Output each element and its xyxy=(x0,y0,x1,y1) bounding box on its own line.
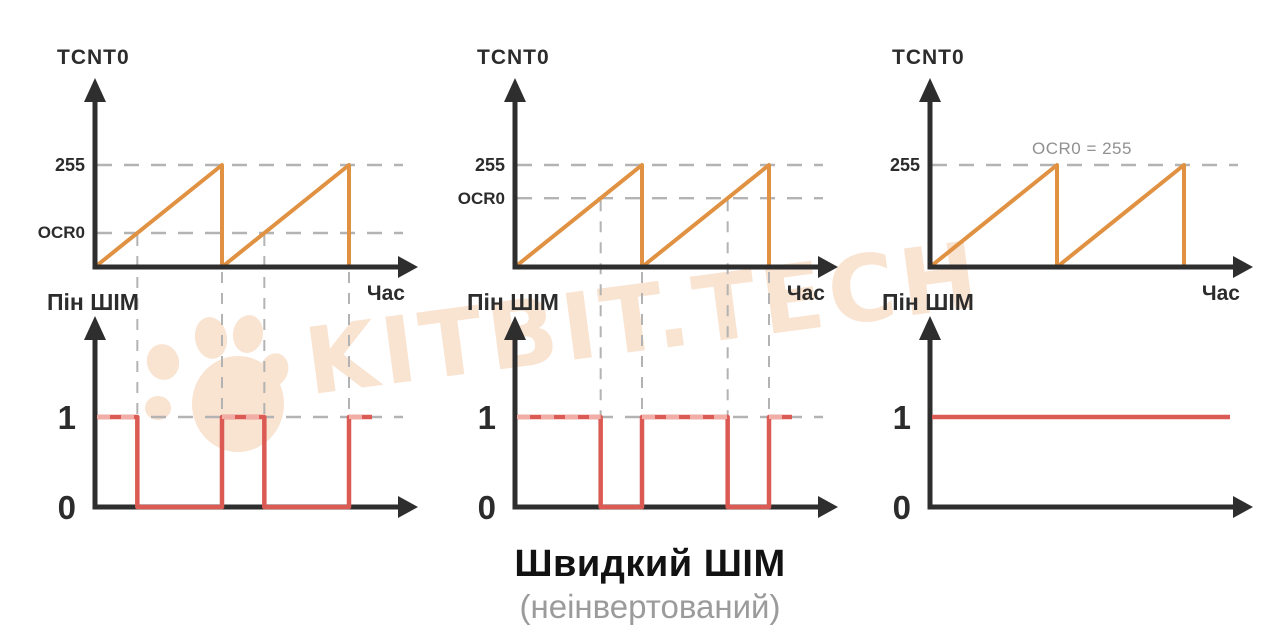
axis-arrow-right xyxy=(1233,496,1253,518)
counter-axis-label-3: TCNT0 xyxy=(892,46,965,69)
paw-icon xyxy=(145,315,289,452)
pwm-axis-label-2: Пін ШІМ xyxy=(467,289,559,315)
level-1-label-3: 1 xyxy=(892,399,911,436)
axis-arrow-right xyxy=(818,256,838,278)
counter-axis-label-1: TCNT0 xyxy=(57,46,130,69)
axis-arrow-up xyxy=(504,78,526,102)
tcnt0-waveform xyxy=(928,163,1186,269)
level-0-label-3: 0 xyxy=(892,489,911,526)
tcnt0-waveform xyxy=(513,163,771,269)
time-axis-label-2: Час xyxy=(786,282,825,305)
level-1-label-2: 1 xyxy=(477,399,496,436)
time-axis-label-3: Час xyxy=(1201,282,1240,305)
level-1-label-1: 1 xyxy=(57,399,76,436)
axis-arrow-up xyxy=(504,316,526,340)
value-255-label-2: 255 xyxy=(474,155,505,175)
counter-axis-label-2: TCNT0 xyxy=(477,46,550,69)
axis-arrow-right xyxy=(818,496,838,518)
pwm-waveform xyxy=(517,414,792,510)
tcnt0-waveform xyxy=(93,163,351,269)
axis-arrow-right xyxy=(398,256,418,278)
axis-arrow-right xyxy=(398,496,418,518)
figure-subtitle: (неінвертований) xyxy=(519,588,781,625)
pwm-axis-label-3: Пін ШІМ xyxy=(882,289,974,315)
axis-arrow-up xyxy=(919,316,941,340)
value-255-label-1: 255 xyxy=(54,155,85,175)
time-axis-label-1: Час xyxy=(366,282,405,305)
value-255-label-3: 255 xyxy=(889,155,920,175)
axis-arrow-right xyxy=(1233,256,1253,278)
ocr0-label-2: OCR0 xyxy=(457,189,505,208)
pwm-axis-label-1: Пін ШІМ xyxy=(47,289,139,315)
figure-title: Швидкий ШІМ xyxy=(514,543,786,585)
axis-arrow-up xyxy=(919,78,941,102)
ocr0-label-1: OCR0 xyxy=(37,223,85,242)
level-0-label-1: 0 xyxy=(57,489,76,526)
ocr0-note: OCR0 = 255 xyxy=(1032,139,1132,158)
axis-arrow-up xyxy=(84,316,106,340)
axis-arrow-up xyxy=(84,78,106,102)
level-0-label-2: 0 xyxy=(477,489,496,526)
pwm-waveform xyxy=(97,414,372,510)
